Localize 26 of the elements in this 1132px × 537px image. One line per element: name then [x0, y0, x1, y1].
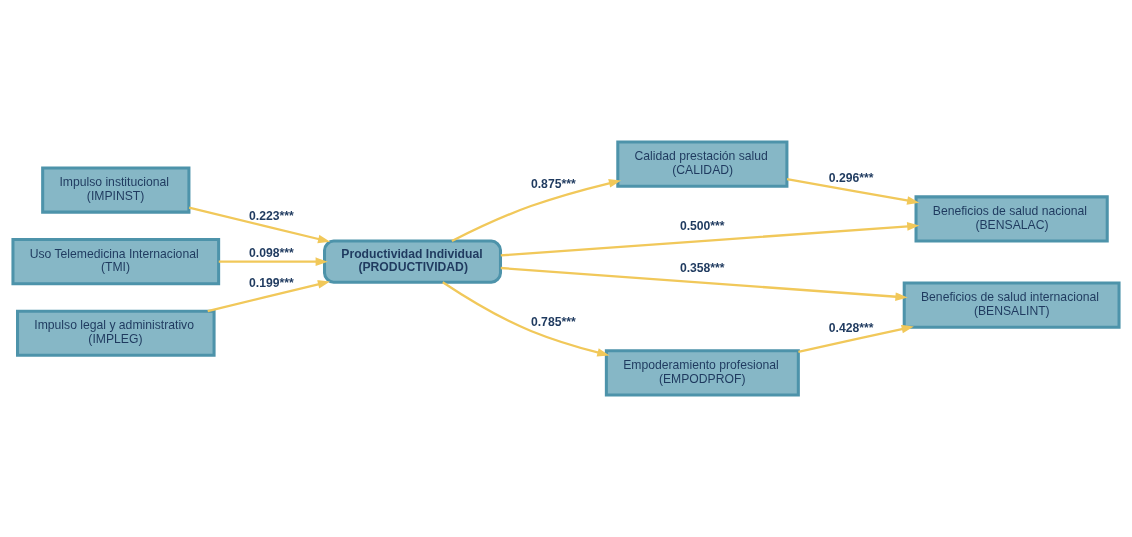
edge-label: 0.223*** [249, 208, 294, 223]
arrow [442, 281, 610, 357]
arrow [451, 179, 622, 242]
node-box: Empoderamiento profesional (EMPODPROF) [604, 349, 800, 397]
arrow [798, 324, 914, 353]
arrow [786, 177, 920, 205]
node-box: Beneficios de salud internacional (BENSALINT) [902, 281, 1121, 329]
arrow [218, 257, 328, 266]
arrow [500, 266, 908, 301]
node-box: Impulso institucional (IMPINST) [41, 166, 191, 214]
node-box: Calidad prestación salud (CALIDAD) [616, 140, 789, 188]
node-box: Impulso legal y administrativo (IMPLEG) [16, 309, 216, 357]
node-box: Beneficios de salud nacional (BENSALAC) [914, 195, 1109, 243]
edge-label: 0.296*** [828, 171, 874, 186]
edge-label: 0.098*** [249, 245, 294, 260]
edge-label: 0.875*** [530, 177, 576, 192]
edge-label: 0.500*** [679, 219, 725, 234]
node-box: Productividad Individual (PRODUCTIVIDAD) [323, 239, 502, 284]
arrow [207, 280, 331, 313]
edge-label: 0.199*** [249, 275, 294, 290]
node-box: Uso Telemedicina Internacional (TMI) [11, 238, 221, 286]
arrow [188, 206, 331, 244]
edge-label: 0.785*** [530, 315, 576, 330]
arrow [500, 222, 920, 257]
edge-label: 0.358*** [679, 261, 725, 276]
edge-label: 0.428*** [828, 320, 874, 335]
